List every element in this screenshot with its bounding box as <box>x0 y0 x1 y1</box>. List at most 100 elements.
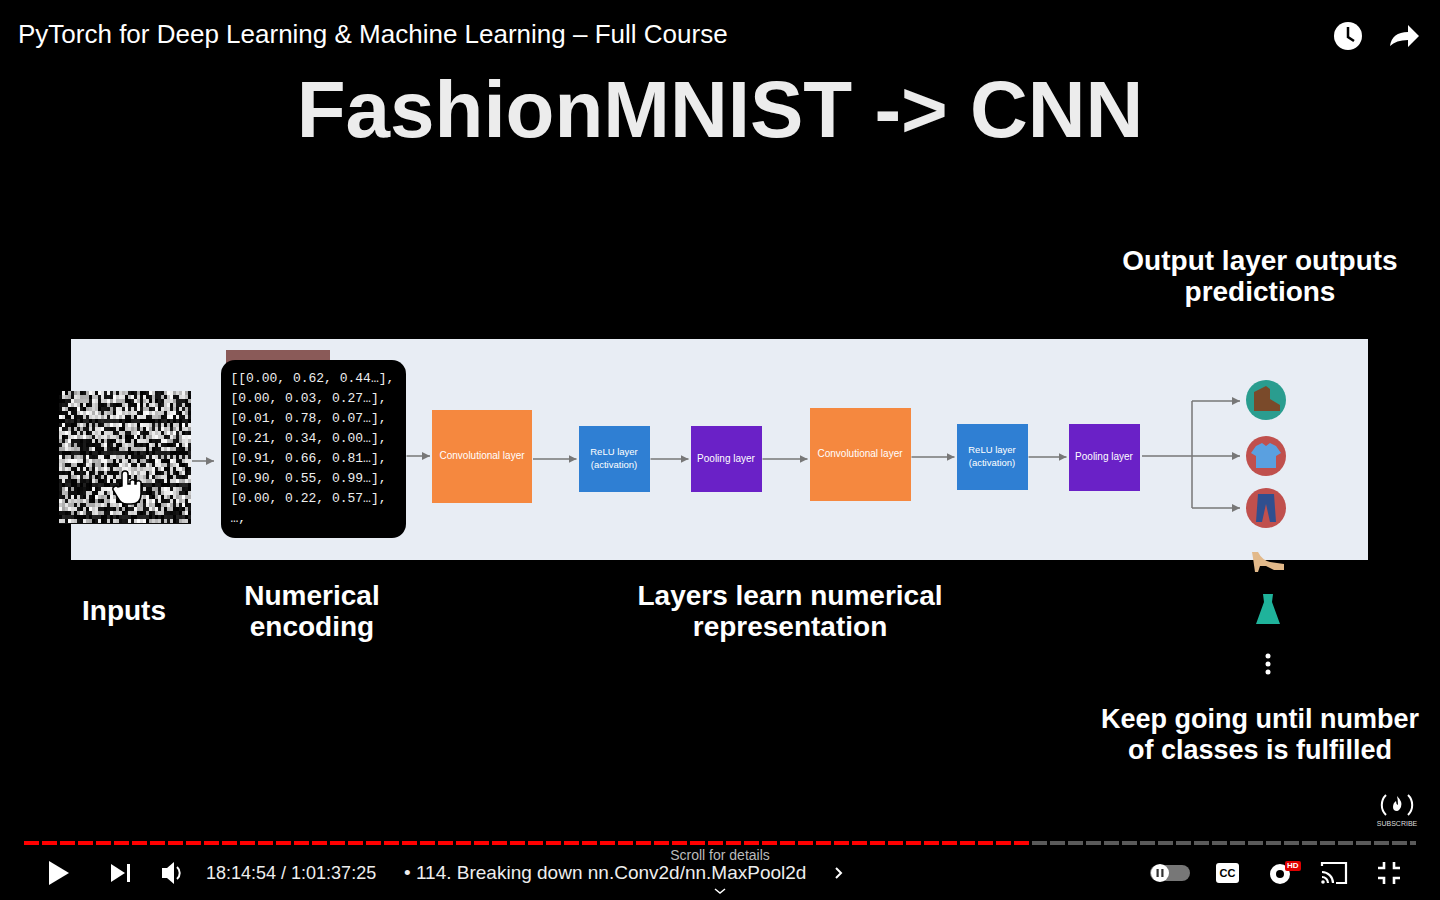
input-pixel <box>116 431 119 435</box>
input-pixel <box>95 427 98 431</box>
input-pixel <box>104 487 107 491</box>
input-pixel <box>134 439 137 443</box>
input-pixel <box>176 511 179 515</box>
input-pixel <box>134 471 137 475</box>
input-pixel <box>80 395 83 399</box>
input-pixel <box>62 471 65 475</box>
input-pixel <box>107 507 110 511</box>
input-pixel <box>143 395 146 399</box>
input-pixel <box>104 415 107 419</box>
input-pixel <box>119 463 122 467</box>
input-pixel <box>179 495 182 499</box>
input-pixel <box>155 491 158 495</box>
matrix-row: [0.00, 0.22, 0.57…], <box>231 489 387 509</box>
input-pixel <box>188 399 191 403</box>
input-pixel <box>101 487 104 491</box>
input-pixel <box>119 515 122 519</box>
input-pixel <box>134 475 137 479</box>
input-pixel <box>179 447 182 451</box>
jeans-icon <box>1246 488 1286 528</box>
input-pixel <box>167 499 170 503</box>
input-pixel <box>155 515 158 519</box>
input-pixel <box>134 451 137 455</box>
input-pixel <box>167 459 170 463</box>
input-pixel <box>98 423 101 427</box>
input-pixel <box>62 419 65 423</box>
input-pixel <box>95 431 98 435</box>
encoding-caption: Numerical encoding <box>202 580 422 642</box>
input-pixel <box>158 423 161 427</box>
input-pixel <box>164 443 167 447</box>
input-pixel <box>131 399 134 403</box>
input-pixel <box>110 399 113 403</box>
input-pixel <box>143 467 146 471</box>
input-pixel <box>182 419 185 423</box>
input-pixel <box>182 475 185 479</box>
input-pixel <box>119 503 122 507</box>
input-pixel <box>92 507 95 511</box>
input-pixel <box>179 507 182 511</box>
input-pixel <box>122 507 125 511</box>
input-pixel <box>167 503 170 507</box>
input-pixel <box>107 415 110 419</box>
input-pixel <box>161 495 164 499</box>
input-pixel <box>122 447 125 451</box>
input-pixel <box>143 507 146 511</box>
input-pixel <box>83 423 86 427</box>
input-pixel <box>143 483 146 487</box>
input-pixel <box>74 427 77 431</box>
input-pixel <box>158 431 161 435</box>
input-pixel <box>161 479 164 483</box>
flow-arrow <box>763 458 808 460</box>
input-pixel <box>143 403 146 407</box>
input-pixel <box>182 519 185 523</box>
input-pixel <box>140 451 143 455</box>
input-pixel <box>104 439 107 443</box>
input-pixel <box>125 411 128 415</box>
input-pixel <box>146 491 149 495</box>
input-pixel <box>134 419 137 423</box>
input-pixel <box>107 519 110 523</box>
next-icon <box>111 864 125 882</box>
input-pixel <box>164 427 167 431</box>
input-pixel <box>104 483 107 487</box>
input-pixel <box>185 423 188 427</box>
input-pixel <box>107 463 110 467</box>
input-pixel <box>101 495 104 499</box>
input-pixel <box>125 431 128 435</box>
input-pixel <box>137 407 140 411</box>
shirt-icon <box>1246 436 1286 476</box>
input-pixel <box>137 519 140 523</box>
input-pixel <box>149 419 152 423</box>
input-pixel <box>170 415 173 419</box>
input-pixel <box>89 487 92 491</box>
input-pixel <box>122 519 125 523</box>
input-pixel <box>173 455 176 459</box>
input-pixel <box>113 399 116 403</box>
input-pixel <box>122 463 125 467</box>
input-pixel <box>95 447 98 451</box>
input-pixel <box>77 391 80 395</box>
input-pixel <box>110 423 113 427</box>
input-pixel <box>59 399 62 403</box>
input-pixel <box>74 415 77 419</box>
input-pixel <box>89 391 92 395</box>
input-pixel <box>167 471 170 475</box>
input-pixel <box>185 403 188 407</box>
input-pixel <box>170 483 173 487</box>
matrix-row: [0.91, 0.66, 0.81…], <box>231 449 387 469</box>
input-pixel <box>182 443 185 447</box>
input-pixel <box>188 511 191 515</box>
input-pixel <box>77 439 80 443</box>
input-pixel <box>149 459 152 463</box>
input-pixel <box>188 443 191 447</box>
input-pixel <box>176 463 179 467</box>
input-pixel <box>146 519 149 523</box>
input-pixel <box>113 427 116 431</box>
input-pixel <box>110 471 113 475</box>
input-pixel <box>137 419 140 423</box>
input-pixel <box>167 487 170 491</box>
dress-icon <box>1256 594 1280 624</box>
input-pixel <box>164 471 167 475</box>
input-pixel <box>98 395 101 399</box>
